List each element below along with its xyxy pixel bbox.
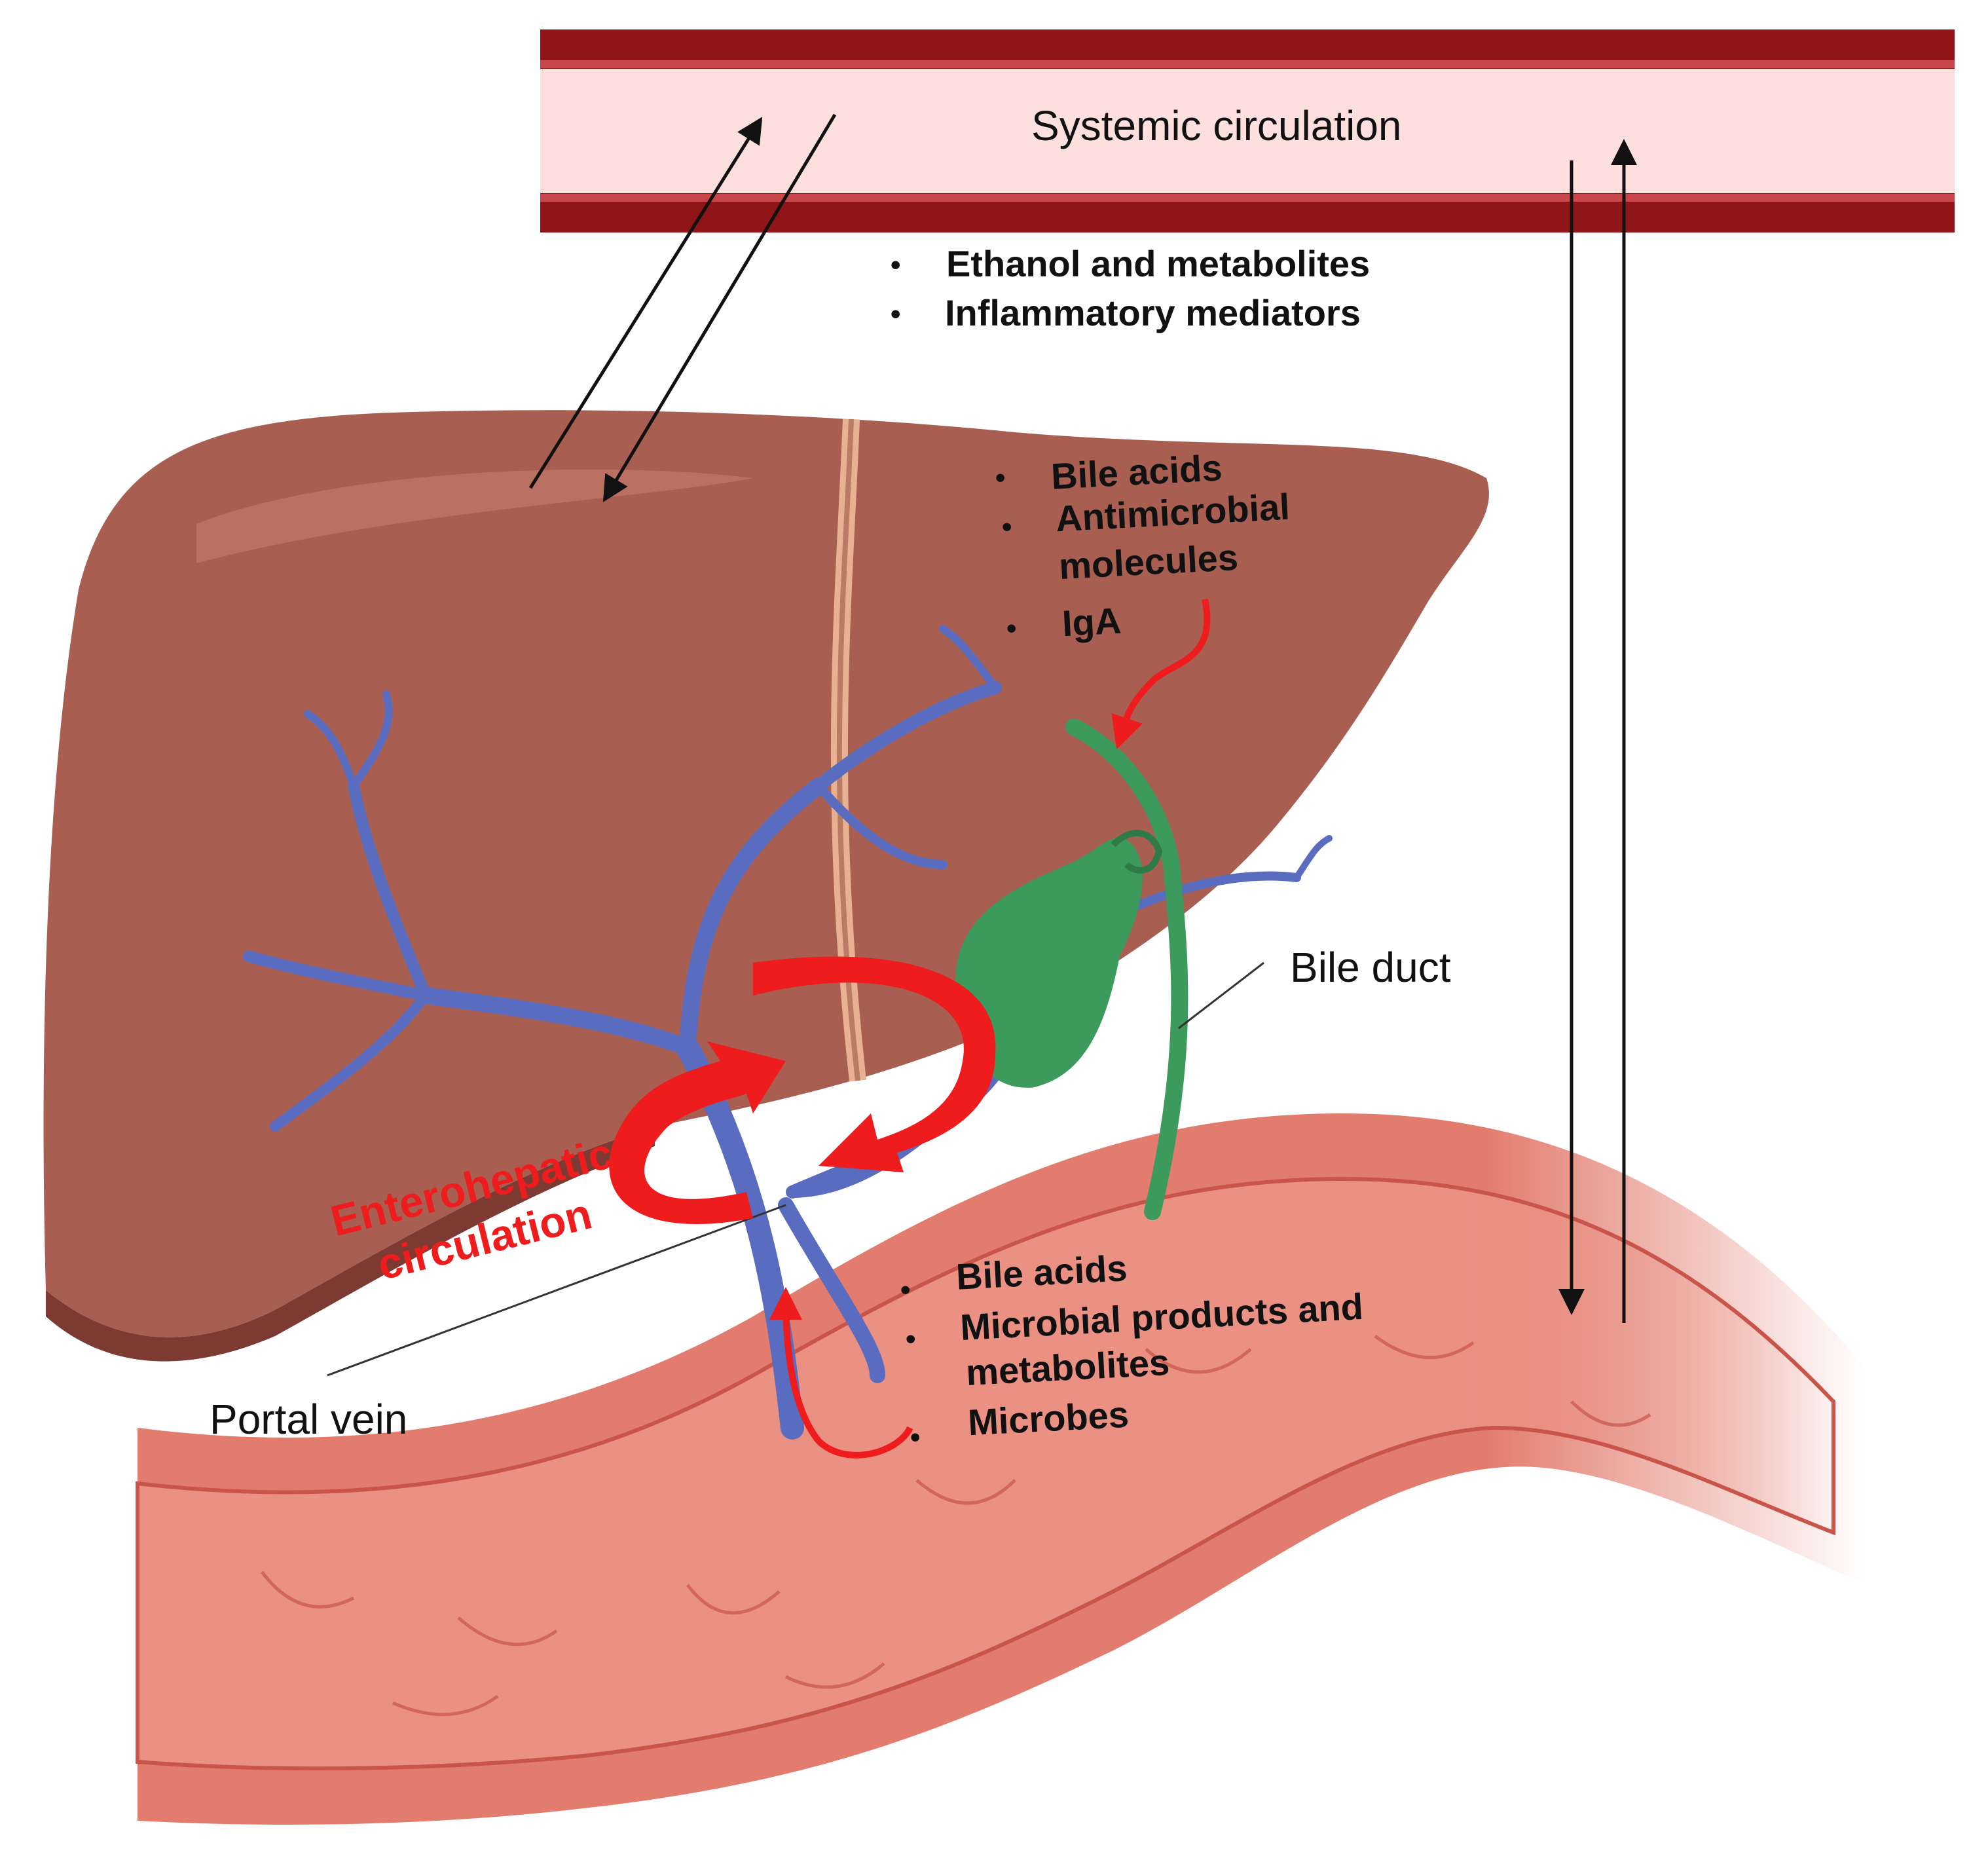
red-arrow-gut-to-portal <box>769 1287 913 1459</box>
bullet: • <box>1006 612 1017 644</box>
systemic-item: Ethanol and metabolites <box>946 243 1371 284</box>
systemic-vessel <box>540 29 1955 233</box>
bullet: • <box>891 249 901 281</box>
arrow-liver-to-systemic <box>528 117 763 489</box>
enterohepatic-cycle-arrow <box>609 956 996 1225</box>
bile-duct-label: Bile duct <box>1290 944 1451 991</box>
bile-duct <box>1065 718 1188 1220</box>
bullet: • <box>891 298 901 330</box>
bullet: • <box>900 1274 911 1306</box>
bullet: • <box>1002 511 1012 543</box>
bile-duct-leader <box>1178 961 1264 1030</box>
systemic-circulation-label: Systemic circulation <box>1031 102 1402 149</box>
bullet: • <box>910 1421 921 1453</box>
intestine <box>136 1113 1866 1825</box>
bullet: • <box>906 1323 916 1355</box>
gut-item: Bile acids <box>955 1247 1128 1297</box>
red-arrow-liver-to-bile <box>1111 598 1211 750</box>
liver-item: IgA <box>1061 599 1122 644</box>
arrow-systemic-to-liver <box>602 113 837 502</box>
systemic-item: Inflammatory mediators <box>945 292 1361 333</box>
gallbladder <box>955 830 1163 1088</box>
portal-vein-leader <box>327 1204 786 1377</box>
portal-vein-label: Portal vein <box>210 1396 408 1443</box>
gut-item: Microbes <box>966 1393 1130 1443</box>
bullet: • <box>995 462 1006 494</box>
